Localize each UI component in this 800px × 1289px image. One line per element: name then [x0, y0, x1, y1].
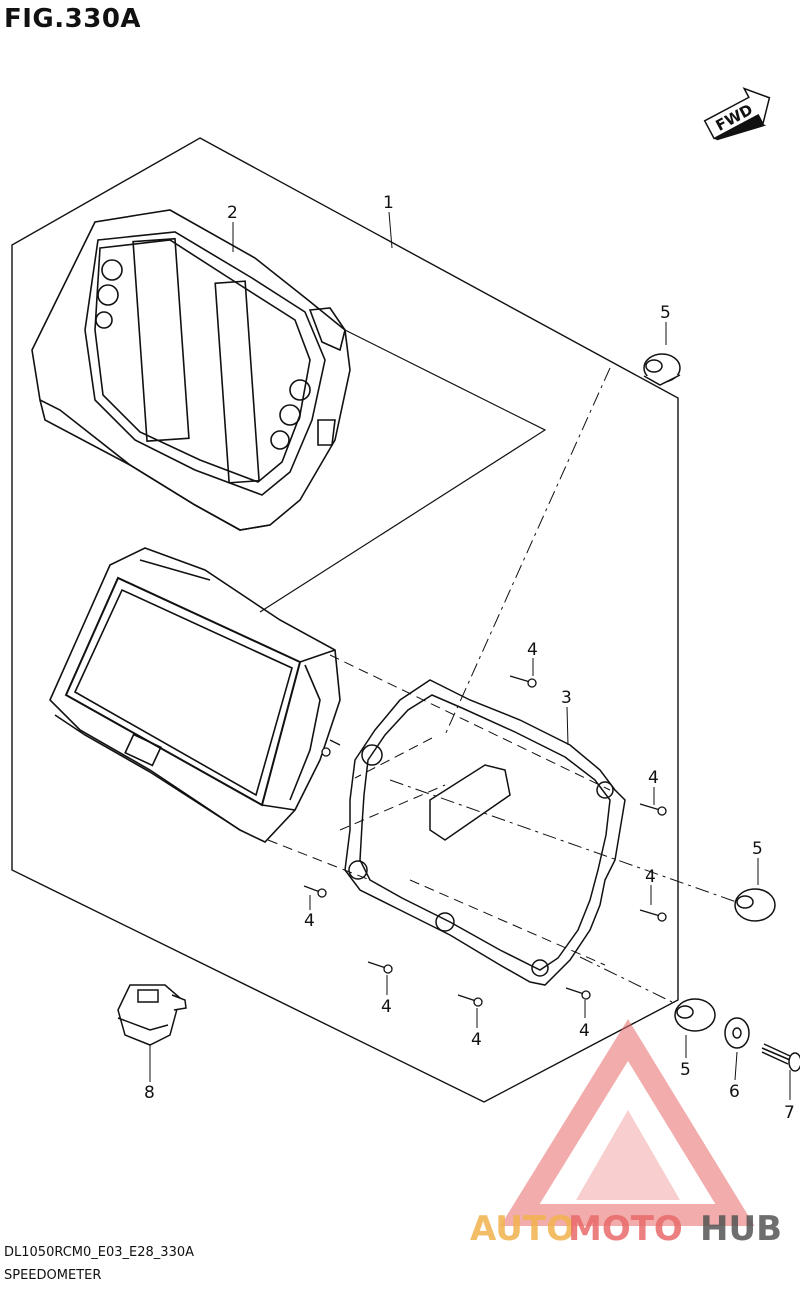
- screw-4d: [639, 909, 667, 922]
- screw-4e: [367, 961, 393, 974]
- fwd-arrow-icon: FWD: [703, 87, 771, 141]
- screw-icons: [303, 675, 667, 1007]
- assembly-outline: [11, 137, 679, 1103]
- callout-8: 8: [144, 1083, 155, 1103]
- bolt-icon: [761, 1043, 800, 1072]
- assembly-guide-lines: [267, 367, 746, 1003]
- brand-moto: MOTO: [568, 1209, 683, 1249]
- grommet-5-right: [734, 888, 776, 922]
- callout-5b: 5: [752, 839, 763, 859]
- callout-4d: 4: [645, 867, 656, 887]
- figure-title: FIG.330A: [4, 4, 142, 34]
- meter-bracket: [344, 679, 626, 986]
- watermark-brand-text: AUTO MOTO HUB: [470, 1209, 782, 1249]
- brand-auto: AUTO: [470, 1209, 575, 1249]
- callout-1: 1: [383, 193, 394, 213]
- screw-4b: [639, 803, 667, 816]
- washer-icon: [724, 1017, 750, 1049]
- callout-5a: 5: [660, 303, 671, 323]
- callout-6: 6: [729, 1082, 740, 1102]
- watermark-logo-icon: [500, 1018, 755, 1226]
- cover-leader-line: [259, 329, 547, 613]
- callout-4b: 4: [648, 768, 659, 788]
- screw-4g: [565, 987, 591, 1000]
- screw-4f: [457, 994, 483, 1007]
- callout-4c: 4: [304, 911, 315, 931]
- callout-2: 2: [227, 203, 238, 223]
- part-name: SPEEDOMETER: [4, 1268, 102, 1283]
- grommet-icons: [643, 353, 776, 1032]
- callout-4a: 4: [527, 640, 538, 660]
- brand-hub: HUB: [700, 1209, 782, 1249]
- grommet-5-lower: [674, 998, 716, 1032]
- model-code: DL1050RCM0_E03_E28_330A: [4, 1245, 195, 1260]
- screw-4a: [509, 675, 537, 688]
- callout-4g: 4: [579, 1021, 590, 1041]
- leader-lines: [149, 211, 791, 1100]
- callout-numbers: 1 2 3 4 4 4 4 4 4 4 5 5 5 6 7 8: [144, 193, 795, 1123]
- callout-5c: 5: [680, 1060, 691, 1080]
- callout-4e: 4: [381, 997, 392, 1017]
- callout-7: 7: [784, 1103, 795, 1123]
- meter-body: [49, 547, 341, 843]
- screw-4c: [303, 885, 327, 898]
- meter-cover: [31, 209, 351, 531]
- grommet-5-top: [643, 353, 681, 386]
- connector-icon: [117, 984, 187, 1046]
- callout-4f: 4: [471, 1030, 482, 1050]
- callout-3: 3: [561, 688, 572, 708]
